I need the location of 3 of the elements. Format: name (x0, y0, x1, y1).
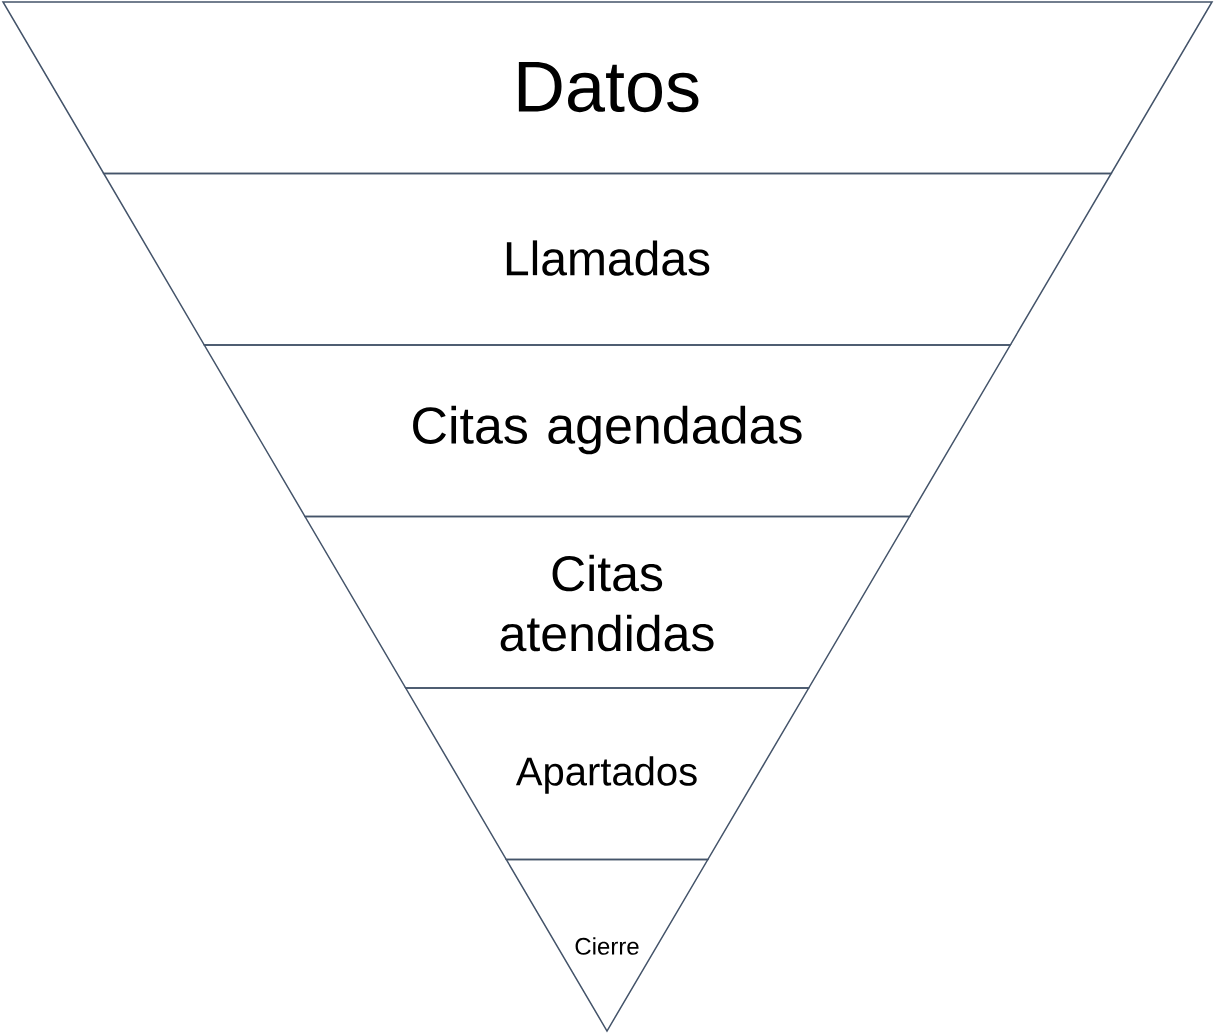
funnel-band: Llamadas (102, 172, 1113, 346)
funnel-band: Citas agendadas (203, 344, 1012, 518)
funnel-band: Apartados (404, 687, 811, 861)
